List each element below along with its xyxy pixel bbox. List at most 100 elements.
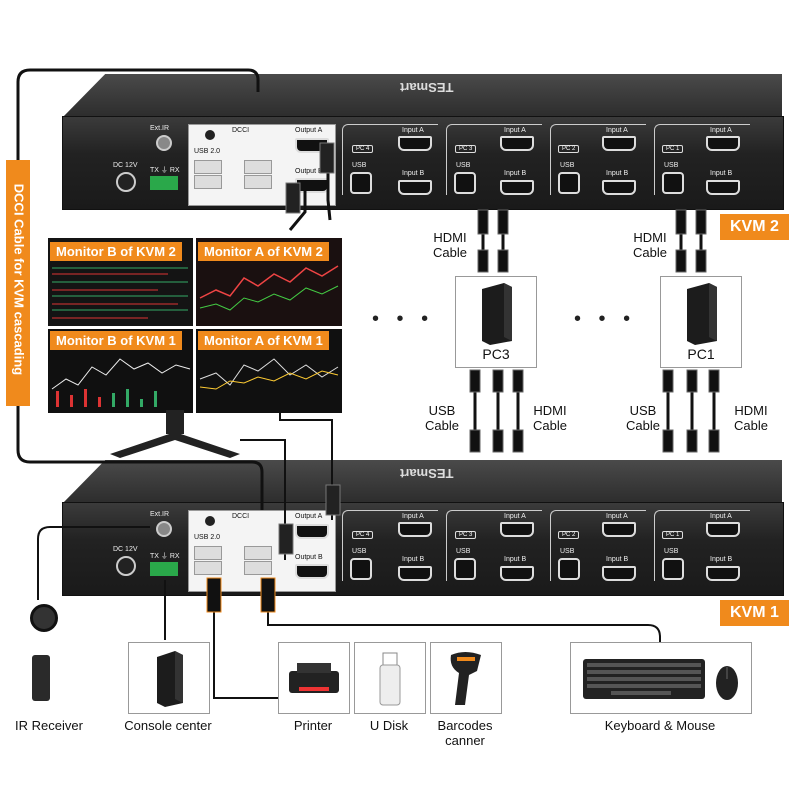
kvm1-pc2-usb-label: USB [560,548,575,555]
kvm1-pc1-usb-label: USB [664,548,679,555]
kvm2-pc3-input-a[interactable] [500,136,534,151]
kvm2-usb20-port-1[interactable] [194,160,222,174]
kvm2-pc2-input-a-label: Input A [606,127,628,134]
kvm1-pc3-usb-port[interactable] [454,558,476,580]
kvm1-pc2-usb-port[interactable] [558,558,580,580]
kvm2-pc3-usb-label: USB [456,162,471,169]
kvm1-top-cover [62,460,782,504]
u-disk-icon [379,652,401,706]
kvm2-hdmi-connector-b [285,182,301,214]
kvm2-txrx-label: TX ⏚ RX [150,167,180,174]
kvm2-pc2-input-b-label: Input B [606,170,629,177]
kvm2-usb-port-3[interactable] [244,160,272,174]
kvm2-output-a-label: Output A [295,127,323,134]
ir-receiver-icon [30,604,58,632]
kvm2-pc2-usb-port[interactable] [558,172,580,194]
kvm1-pc3-input-a-label: Input A [504,513,526,520]
kvm1-pc2-input-b[interactable] [602,566,636,581]
kvm1-output-b-port[interactable] [295,564,329,579]
kvm2-pc2-input-a[interactable] [602,136,636,151]
kvm1-output-a-port[interactable] [295,524,329,539]
kvm1-serial-terminal[interactable] [150,562,178,576]
pc3-label: PC3 [482,346,510,362]
ellipsis-left: • • • [372,308,435,330]
kvm1-pc3-input-a[interactable] [500,522,534,537]
kvm2-pc4-input-a[interactable] [398,136,432,151]
kvm2-pc1-input-b[interactable] [706,180,740,195]
kvm1-output-b-cable [240,439,286,560]
u-disk-label: U Disk [369,718,409,733]
kvm1-pc2-input-a[interactable] [602,522,636,537]
kvm1-pc3-input-b[interactable] [500,566,534,581]
kvm1-usb20-port-2[interactable] [194,561,222,575]
barcode-scanner-label: Barcodes canner [437,718,493,748]
printer-cable [213,580,280,699]
kvm2-pc2-input-b[interactable] [602,180,636,195]
ir-receiver-label: IR Receiver [15,718,83,733]
kvm1-audio-jack[interactable] [205,516,215,526]
kvm2-pc2-usb-label: USB [560,162,575,169]
kvm1-pc4-badge: PC 4 [352,531,374,539]
keyboard-cable [267,580,661,650]
kvm2-audio-jack[interactable] [205,130,215,140]
kvm1-usb20-label: USB 2.0 [194,534,221,541]
kvm1-pc2-input-b-label: Input B [606,556,629,563]
kvm1-usb20-port-1[interactable] [194,546,222,560]
kvm2-power-jack[interactable] [116,172,136,192]
keyboard-mouse-label: Keyboard & Mouse [604,718,716,733]
kvm1-usb-port-3[interactable] [244,546,272,560]
kvm1-ext-ir-label: Ext.IR [150,511,170,518]
kvm2-pc4-input-b[interactable] [398,180,432,195]
kvm1-pc4-input-a[interactable] [398,522,432,537]
monitor-b-kvm1-label: Monitor B of KVM 1 [50,331,182,350]
kvm2-serial-terminal[interactable] [150,176,178,190]
kvm1-pc1-input-b[interactable] [706,566,740,581]
keyboard-mouse-box [570,642,752,714]
u-disk-box [354,642,426,714]
kvm2-pc4-usb-port[interactable] [350,172,372,194]
kvm1-pc4-input-b[interactable] [398,566,432,581]
kvm1-pc1-input-a[interactable] [706,522,740,537]
kvm2-pc4-input-b-label: Input B [402,170,425,177]
kvm2-pc3-usb-port[interactable] [454,172,476,194]
kvm1-dcci-label: DCCI [232,513,250,520]
kvm2-pc1-usb-port[interactable] [662,172,684,194]
usb-cable-label-1: USB Cable [425,403,459,433]
usb-connector-printer [206,577,222,613]
kvm2-pc3-input-b[interactable] [500,180,534,195]
kvm2-pc4-badge: PC 4 [352,145,374,153]
kvm2-pc1-input-a[interactable] [706,136,740,151]
kvm1-usb-port-4[interactable] [244,561,272,575]
kvm2-usb-port-4[interactable] [244,175,272,189]
kvm2-usb20-port-2[interactable] [194,175,222,189]
kvm1-pc3-badge: PC 3 [455,531,477,539]
console-center-label: Console center [124,718,212,733]
kvm2-output-b-label: Output B [295,168,323,175]
kvm1-pc4-usb-port[interactable] [350,558,372,580]
kvm2-ir-jack[interactable] [156,135,172,151]
kvm2-top-cover [62,74,782,118]
ellipsis-right: • • • [574,308,637,330]
printer-box [278,642,350,714]
remote-control-icon [32,655,50,701]
printer-icon [289,663,339,693]
barcode-scanner-icon [450,652,481,705]
keyboard-mouse-icon [583,659,738,700]
kvm2-pc1-input-b-label: Input B [710,170,733,177]
kvm1-hdmi-connector-a [325,484,341,516]
kvm2-pc3-input-b-label: Input B [504,170,527,177]
kvm1-ir-jack[interactable] [156,521,172,537]
kvm1-pc1-usb-port[interactable] [662,558,684,580]
kvm1-txrx-label: TX ⏚ RX [150,553,180,560]
kvm1-pc1-input-a-label: Input A [710,513,732,520]
kvm1-tag: KVM 1 [720,600,789,626]
dcci-side-label-box: DCCI Cable for KVM cascading [6,160,30,406]
pc3-tower-icon [482,283,512,345]
kvm2-pc1-badge: PC 1 [662,145,684,153]
console-tower-icon [157,651,183,707]
pc1-tower-icon [687,283,717,345]
kvm1-pc2-badge: PC 2 [558,531,580,539]
kvm1-output-a-cable [279,400,333,520]
kvm1-output-a-label: Output A [295,513,323,520]
kvm1-power-jack[interactable] [116,556,136,576]
